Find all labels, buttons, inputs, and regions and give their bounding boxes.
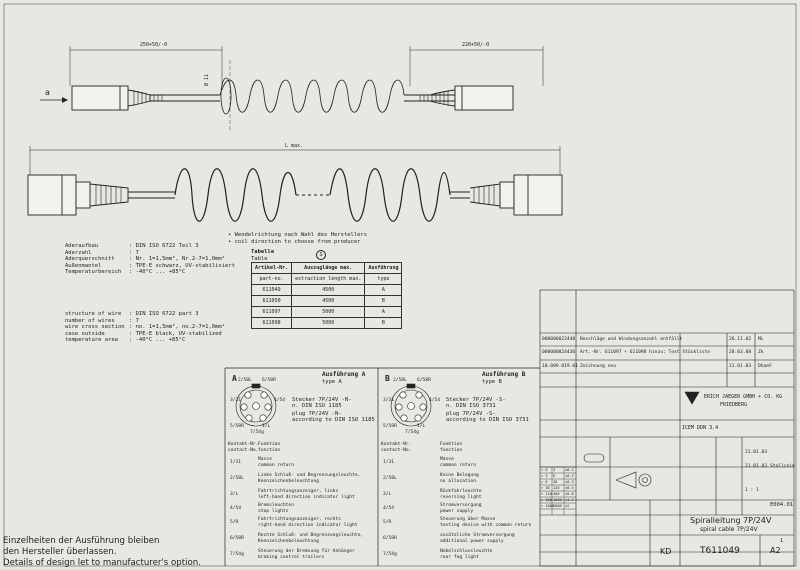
type-b-plug-1: Stecker 7P/24V -S- <box>446 397 506 403</box>
header-type: Ausführung <box>364 262 403 274</box>
date-checked: 21.01.03 <box>745 464 768 469</box>
type-a-plug-3: plug 7P/24V -N- <box>292 411 342 417</box>
drawing-number: T611049 <box>700 546 740 556</box>
kd-label: KD <box>660 547 672 556</box>
type-b-letter: B <box>385 374 390 383</box>
arrow-label: a <box>45 88 50 97</box>
subheader-article: part-no. <box>250 273 293 285</box>
direction-note-de: • Wendelrichtung nach Wahl des Herstelle… <box>228 232 368 238</box>
drawing-title: Spiralleitung 7P/24V <box>690 516 772 525</box>
cable-extended-view <box>27 168 563 222</box>
cable-side-view <box>40 46 544 132</box>
dim-right-cable: 220+50/-0 <box>462 42 490 48</box>
cad-code: ICEM DDN 3.4 <box>682 425 719 431</box>
type-a-plug-4: according to DIN ISO 1185 <box>292 417 375 423</box>
dim-diameter: Ø 11 <box>204 73 210 86</box>
article-table: Artikel-Nr. Auszuglänge max. Ausführung … <box>250 262 403 329</box>
sheet-number: 1 <box>780 538 784 544</box>
direction-note-en: • coil direction to choose from producer <box>228 239 361 245</box>
type-a-letter: A <box>232 374 237 383</box>
header-length: Auszuglänge max. <box>291 262 366 274</box>
scale: 1 : 1 <box>745 488 759 493</box>
sheet-format: A2 <box>770 546 781 555</box>
table-title: Tabelle <box>251 249 275 255</box>
type-b-plug-3: plug 7P/24V -S- <box>446 411 496 417</box>
dim-left-cable: 250+50/-0 <box>140 42 168 48</box>
type-a-plug-1: Stecker 7P/24V -N- <box>292 397 352 403</box>
subheader-length: extraction length max. <box>291 273 366 285</box>
date-drawn: 21.01.03 <box>745 450 768 455</box>
drawing-subtitle: spiral cable 7P/24V <box>700 526 758 533</box>
contact-drawings <box>224 367 540 566</box>
type-a-subtitle: type A <box>322 379 342 385</box>
title-block <box>539 289 795 567</box>
header-article: Artikel-Nr. <box>250 262 293 274</box>
company-city: FRIEDBERG <box>720 402 748 408</box>
drafter-name: Stollceim <box>770 464 795 469</box>
table-badge: S <box>316 250 326 260</box>
company-name: ERICH JAEGER GMBH + CO. KG <box>704 394 783 400</box>
type-b-plug-4: according to DIN ISO 3731 <box>446 417 529 423</box>
type-a-plug-2: n. DIN ISO 1185 <box>292 403 342 409</box>
spec-german: Aderaufbau: DIN ISO 6722 Teil 3 Aderzahl… <box>65 243 235 276</box>
type-b-plug-2: n. DIN ISO 3731 <box>446 403 496 409</box>
design-notes: Einzelheiten der Ausführung bleiben den … <box>3 536 201 568</box>
type-b-title: Ausführung B <box>482 371 526 378</box>
spec-english: structure of wire: DIN ISO 6722 part 3 n… <box>65 311 226 344</box>
dim-length: L max. <box>285 143 304 149</box>
ref-code: E004.01 <box>770 502 794 508</box>
subheader-type: type <box>364 273 403 285</box>
type-a-title: Ausführung A <box>322 371 366 378</box>
table-subtitle: Table <box>251 256 268 262</box>
type-b-subtitle: type B <box>482 379 502 385</box>
